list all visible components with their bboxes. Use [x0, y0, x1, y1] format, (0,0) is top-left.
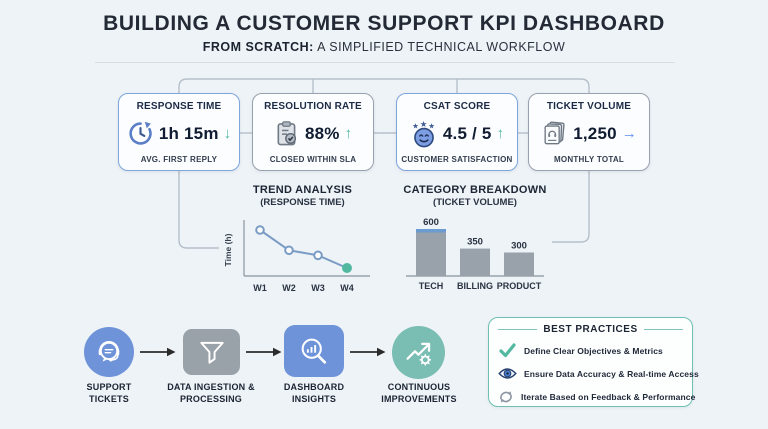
header-rule-left	[498, 329, 538, 330]
workflow-step-label: CONTINUOUS IMPROVEMENTS	[381, 382, 457, 404]
magnifier-chart-icon	[301, 338, 327, 364]
trend-up-icon: ↑	[496, 125, 505, 142]
svg-text:600: 600	[423, 217, 439, 228]
workflow-step-data-ingestion	[183, 329, 240, 375]
trend-chart-title-line2: (RESPONSE TIME)	[260, 197, 345, 208]
best-practices-title: BEST PRACTICES	[543, 324, 638, 335]
kpi-value: 88%	[304, 123, 340, 143]
svg-text:W1: W1	[253, 283, 267, 293]
kpi-card-ticket-volume: TICKET VOLUME 1,250 → MONTHLY TOTAL	[528, 93, 650, 171]
workflow-step-label: DATA INGESTION & PROCESSING	[167, 382, 255, 404]
trend-chart-title-line1: TREND ANALYSIS	[252, 184, 353, 196]
check-icon	[499, 343, 516, 358]
kpi-subtitle: AVG. FIRST REPLY	[140, 155, 218, 164]
kpi-card-resolution-rate: RESOLUTION RATE 88% ↑ CLOSED WITHIN SLA	[252, 93, 374, 171]
clock-refresh-icon	[129, 121, 152, 145]
header-rule-right	[643, 329, 684, 330]
trend-line-chart: Time (h) W1 W2 W3 W4	[223, 220, 370, 293]
trend-down-icon: ↓	[223, 125, 232, 142]
kpi-value: 4.5 / 5	[442, 123, 492, 143]
best-practice-item: Iterate Based on Feedback & Performance	[498, 385, 695, 408]
kpi-subtitle: CLOSED WITHIN SLA	[269, 155, 357, 164]
svg-text:W2: W2	[282, 283, 296, 293]
trend-steady-icon: →	[621, 125, 637, 142]
svg-text:W4: W4	[340, 283, 354, 293]
best-practice-item: Ensure Data Accuracy & Real-time Access	[498, 362, 699, 385]
kpi-card-main: 1,250 →	[541, 120, 637, 147]
svg-text:Time (h): Time (h)	[223, 233, 233, 266]
best-practices-box: BEST PRACTICES Define Clear Objectives &…	[488, 317, 699, 408]
funnel-icon	[199, 341, 224, 364]
kpi-card-title: RESPONSE TIME	[136, 101, 222, 112]
kpi-card-title: TICKET VOLUME	[546, 101, 632, 112]
trend-up-icon: ↑	[344, 125, 353, 142]
arrow-right-icon	[140, 347, 176, 357]
kpi-card-title: CSAT SCORE	[423, 101, 491, 112]
svg-text:★: ★	[420, 120, 428, 129]
header-divider	[95, 62, 675, 63]
category-chart-title: CATEGORY BREAKDOWN (TICKET VOLUME)	[395, 184, 555, 208]
svg-text:★: ★	[412, 121, 419, 130]
kpi-card-main: 88% ↑	[274, 120, 352, 147]
best-practice-item: Define Clear Objectives & Metrics	[498, 339, 683, 362]
kpi-card-csat-score: CSAT SCORE ★ ★ ★ 4.5 / 5 ↑ CUSTOMER SATI…	[396, 93, 518, 171]
eye-icon	[498, 368, 517, 379]
arrow-right-icon	[350, 347, 386, 357]
page-subtitle: FROM SCRATCH: A SIMPLIFIED TECHNICAL WOR…	[0, 40, 768, 54]
kpi-value: 1h 15m	[158, 123, 219, 143]
best-practice-text: Iterate Based on Feedback & Performance	[521, 391, 696, 402]
workflow-step-label: DASHBOARD INSIGHTS	[283, 382, 345, 404]
svg-text:350: 350	[467, 237, 483, 248]
refresh-icon	[500, 390, 512, 403]
category-chart-title-line1: CATEGORY BREAKDOWN	[403, 184, 547, 196]
svg-text:★: ★	[428, 121, 435, 130]
workflow-step-support-tickets	[84, 327, 134, 377]
page-subtitle-bold: FROM SCRATCH:	[202, 40, 314, 54]
kpi-card-title: RESOLUTION RATE	[264, 101, 362, 112]
headset-chat-icon	[98, 341, 120, 362]
kpi-card-main: ★ ★ ★ 4.5 / 5 ↑	[410, 120, 504, 148]
svg-text:300: 300	[511, 241, 527, 252]
smiley-stars-icon: ★ ★ ★	[412, 120, 435, 147]
svg-text:PRODUCT: PRODUCT	[497, 281, 542, 291]
workflow-step-dashboard-insights	[284, 325, 344, 377]
svg-text:BILLING: BILLING	[457, 281, 493, 291]
best-practices-header: BEST PRACTICES	[498, 324, 684, 335]
trend-chart-title: TREND ANALYSIS (RESPONSE TIME)	[220, 184, 385, 208]
category-chart-title-line2: (TICKET VOLUME)	[433, 197, 517, 208]
ticket-stack-icon	[544, 121, 565, 145]
workflow-step-continuous-improvements	[392, 326, 445, 379]
page-subtitle-rest: A SIMPLIFIED TECHNICAL WORKFLOW	[313, 40, 566, 54]
growth-gear-icon	[405, 342, 431, 366]
workflow-step-label: SUPPORT TICKETS	[86, 382, 132, 404]
svg-text:W3: W3	[311, 283, 325, 293]
kpi-value: 1,250	[573, 123, 617, 143]
kpi-card-response-time: RESPONSE TIME 1h 15m ↓ AVG. FIRST REPLY	[118, 93, 240, 171]
best-practice-text: Ensure Data Accuracy & Real-time Access	[524, 368, 699, 379]
kpi-subtitle: CUSTOMER SATISFACTION	[401, 155, 513, 164]
kpi-card-main: 1h 15m ↓	[127, 120, 231, 147]
kpi-subtitle: MONTHLY TOTAL	[553, 155, 625, 164]
page-title: BUILDING A CUSTOMER SUPPORT KPI DASHBOAR…	[103, 12, 665, 35]
arrow-right-icon	[246, 347, 282, 357]
clipboard-check-icon	[277, 121, 296, 146]
best-practice-text: Define Clear Objectives & Metrics	[524, 345, 663, 356]
svg-text:TECH: TECH	[419, 281, 444, 291]
